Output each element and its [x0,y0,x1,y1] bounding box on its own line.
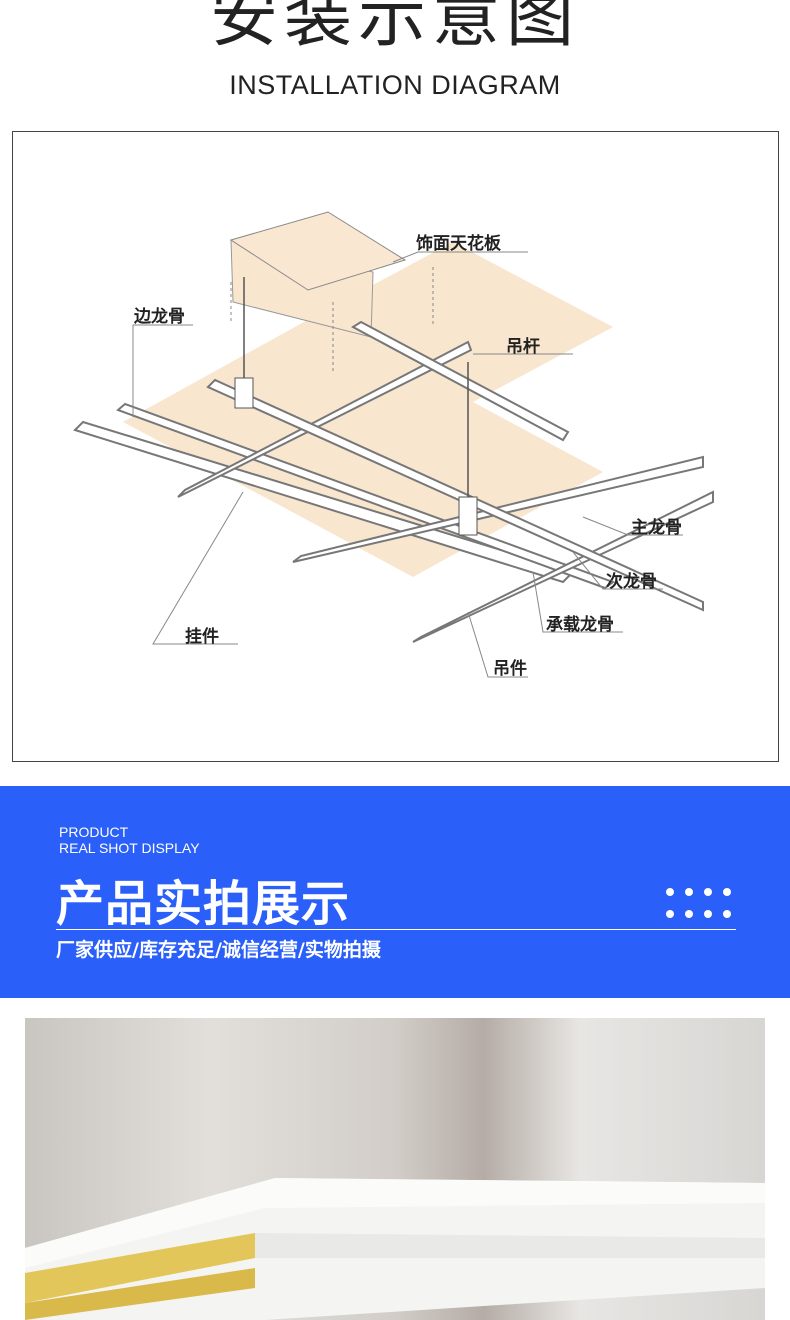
banner-subtitle: 厂家供应/库存充足/诚信经营/实物拍摄 [56,939,381,961]
label-hanger-rod: 吊杆 [506,337,540,357]
ceiling-panel [229,211,407,291]
label-clip: 挂件 [185,627,219,647]
product-display-banner: PRODUCT REAL SHOT DISPLAY 产品实拍展示 厂家供应/库存… [0,786,790,998]
dots-decoration-icon [666,888,732,918]
ceiling-panel-area [123,317,473,507]
label-hanger: 吊件 [493,659,527,679]
banner-en-line2: REAL SHOT DISPLAY [59,840,200,856]
secondary-keel [351,320,570,442]
label-main-keel: 主龙骨 [631,518,682,538]
label-bearing-keel: 承载龙骨 [546,615,614,635]
page-title-en: INSTALLATION DIAGRAM [229,70,561,100]
ceiling-grid-illustration [73,211,714,678]
label-secondary-keel: 次龙骨 [606,572,657,592]
main-keel [177,340,473,498]
banner-title: 产品实拍展示 [56,876,351,932]
product-photo [25,1018,765,1320]
banner-divider [56,929,736,930]
label-panel: 饰面天花板 [416,234,501,254]
label-edge-keel: 边龙骨 [134,307,185,327]
installation-diagram: 饰面天花板 边龙骨 吊杆 主龙骨 次龙骨 承载龙骨 挂件 吊件 [12,131,779,762]
hanger [234,377,254,409]
page-title-cn: 安装示意图 [209,0,580,57]
banner-en-line1: PRODUCT [59,824,129,840]
